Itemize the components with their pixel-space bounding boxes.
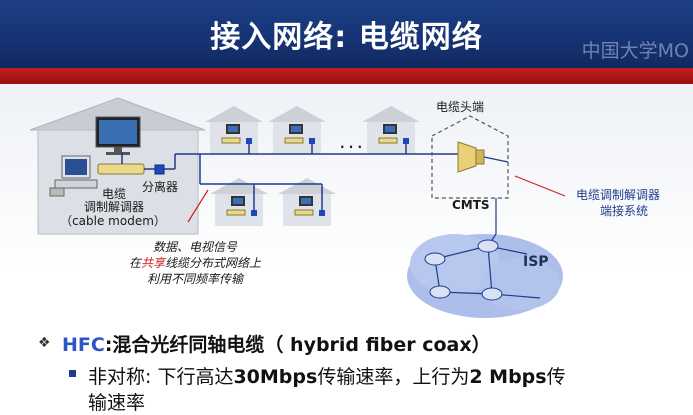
- cable-modem-label-line2: 调制解调器: [83, 200, 144, 214]
- cmts-note-line1: 电缆调制解调器: [576, 188, 661, 202]
- isp-cloud-icon: [407, 233, 563, 318]
- cmts-note-pointer: [514, 175, 566, 197]
- splitter-label: 分离器: [142, 180, 179, 194]
- sub-bullet-asymmetric: 非对称: 下行高达30Mbps传输速率，上行为2 Mbps传: [88, 366, 566, 388]
- title-bar: [0, 0, 693, 68]
- watermark-logo: 中国大学MO: [581, 40, 689, 62]
- headend-building-outline: [431, 115, 509, 199]
- isp-label: ISP: [523, 254, 549, 270]
- small-house-icon-1: [205, 106, 263, 154]
- small-house-icon-2: [268, 106, 326, 154]
- cable-network-diagram: [29, 97, 566, 318]
- small-house-icon-3: [362, 106, 420, 154]
- shared-cable-lines: [164, 144, 462, 210]
- bullet-item-hfc: HFC:混合光纤同轴电缆（ hybrid fiber coax）: [62, 334, 491, 356]
- cmts-note-line2: 端接系统: [600, 204, 649, 218]
- bullet-marker-1: ❖: [38, 335, 51, 351]
- cmts-label: CMTS: [452, 198, 490, 212]
- cmts-icon: [457, 141, 485, 173]
- small-house-icon-5: [278, 178, 336, 226]
- slide-title: 接入网络: 电缆网络: [210, 20, 483, 55]
- cable-modem-label-line1: 电缆: [101, 187, 126, 201]
- small-house-icon-4: [210, 178, 268, 226]
- ellipsis-label: · · ·: [340, 140, 363, 154]
- sub-bullet-continuation: 输速率: [88, 392, 146, 414]
- sub-bullet-marker: [69, 370, 76, 377]
- title-underline-bar: [0, 68, 693, 84]
- data-note-line3: 利用不同频率传输: [146, 272, 243, 286]
- data-note-line2: 在共享线缆分布式网络上: [128, 256, 262, 270]
- headend-label: 电缆头端: [436, 100, 485, 114]
- big-house-icon: [29, 97, 206, 235]
- cable-note-pointer: [187, 189, 209, 223]
- data-note-line1: 数据、电视信号: [152, 240, 237, 254]
- cable-modem-label-line3: （cable modem）: [60, 214, 166, 228]
